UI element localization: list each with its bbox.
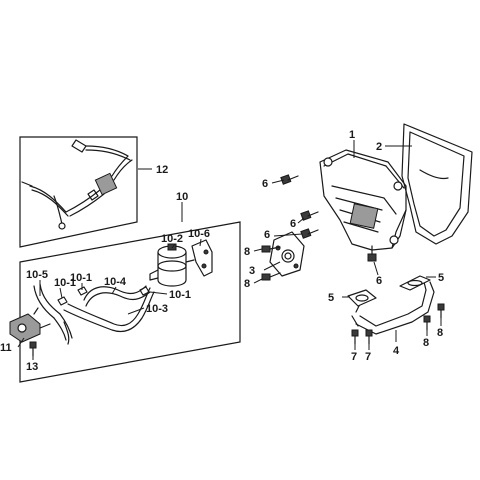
bolt-8-d [437, 303, 445, 319]
callout-11: 11 [0, 342, 12, 354]
callout-6-a: 6 [262, 178, 268, 190]
callout-10-1-a: 10-1 [54, 277, 76, 289]
callout-6-d: 6 [376, 275, 382, 287]
callout-4: 4 [393, 345, 400, 357]
air-pipe-4 [351, 281, 435, 335]
kit-frame-10 [19, 221, 241, 383]
gasket-2 [401, 123, 473, 245]
breather-plate-3 [269, 231, 305, 277]
hose-10-5 [33, 283, 73, 341]
cylinder-head-cover-1 [319, 149, 407, 251]
bolt-8-c [423, 315, 431, 331]
callout-7-b: 7 [365, 351, 371, 363]
callout-8-b: 8 [244, 278, 250, 290]
callout-10-5: 10-5 [26, 269, 48, 281]
gasket-5-upper [399, 275, 431, 291]
bolt-7-a [351, 329, 359, 345]
callout-labels: 1 2 3 4 5 5 6 6 6 6 7 7 8 8 8 8 10 10-1 … [0, 129, 444, 373]
callout-8-a: 8 [244, 246, 250, 258]
callout-10-2: 10-2 [161, 233, 183, 245]
hose-10-4 [83, 285, 151, 307]
bolt-6-d [367, 245, 377, 262]
callout-12: 12 [156, 164, 168, 176]
canister-10-2 [149, 243, 195, 287]
callout-6-b: 6 [290, 218, 296, 230]
bolt-6-c [300, 228, 319, 239]
bracket-10-6 [191, 239, 213, 277]
callout-8-c: 8 [423, 337, 429, 349]
callout-2: 2 [376, 141, 382, 153]
bolt-8-b [261, 272, 281, 281]
callout-10-3: 10-3 [146, 303, 168, 315]
bolt-6-a [280, 174, 299, 185]
callout-3: 3 [249, 265, 255, 277]
callout-10-1-c: 10-1 [169, 289, 191, 301]
gasket-5-lower [347, 289, 377, 307]
callout-13: 13 [26, 361, 38, 373]
callout-6-c: 6 [264, 229, 270, 241]
callout-10-4: 10-4 [104, 276, 127, 288]
callout-5-upper: 5 [438, 272, 444, 284]
bolt-7-b [365, 329, 373, 345]
callout-8-d: 8 [437, 327, 443, 339]
callout-1: 1 [349, 129, 355, 141]
valve-11 [9, 307, 51, 343]
hose-10-3 [63, 287, 155, 345]
leader-lines [17, 140, 442, 360]
bolt-13 [29, 341, 37, 357]
clamps-10-1 [57, 286, 150, 306]
callout-10-6: 10-6 [188, 228, 210, 240]
callout-10: 10 [176, 191, 188, 203]
kit-frame-12 [19, 136, 138, 248]
bolt-6-b [300, 210, 319, 221]
callout-10-1-b: 10-1 [70, 272, 92, 284]
callout-7-a: 7 [351, 351, 357, 363]
breather-hose-assembly [21, 139, 133, 230]
callout-5-lower: 5 [328, 292, 334, 304]
